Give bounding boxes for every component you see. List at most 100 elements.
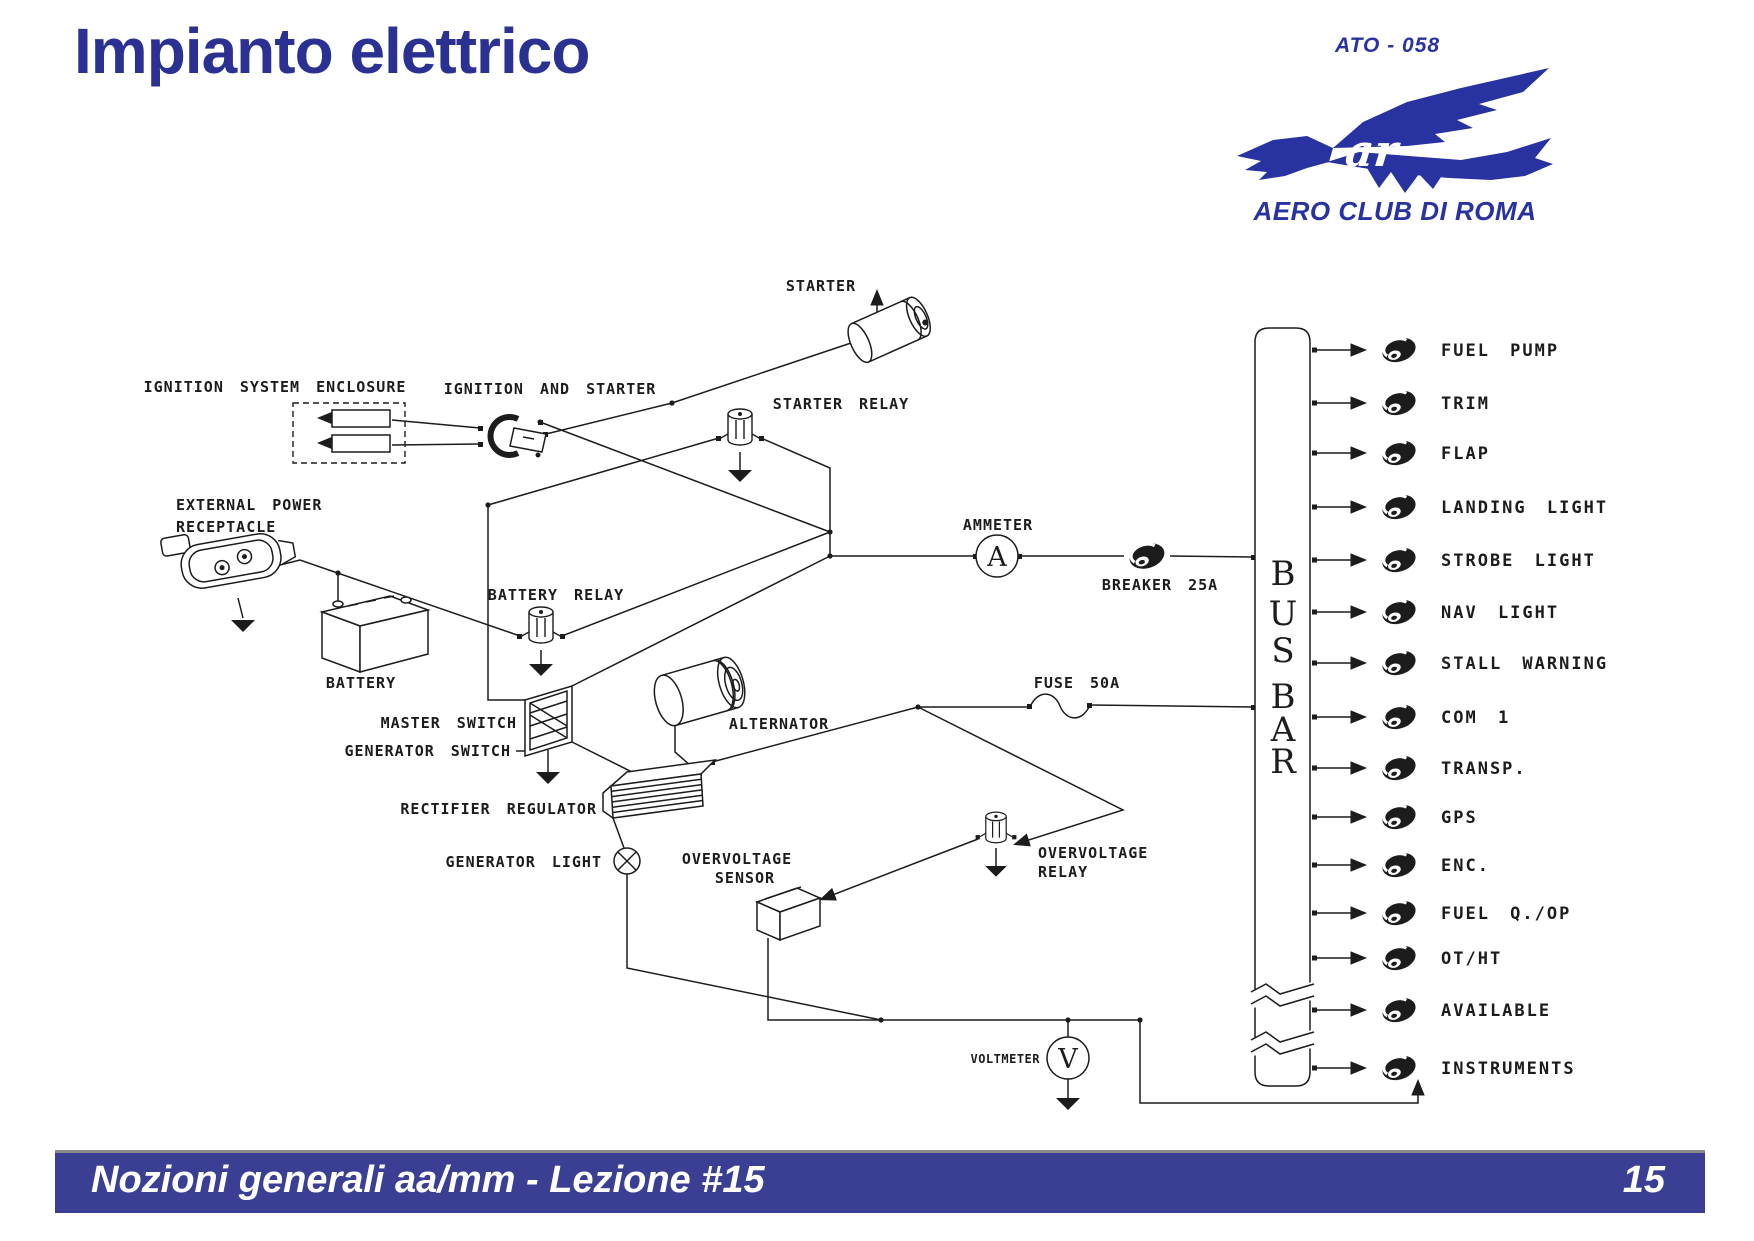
aero-club-name: AERO CLUB DI ROMA: [1253, 196, 1537, 226]
circuit-breaker-icon: [1377, 992, 1421, 1028]
ammeter-icon: A: [975, 534, 1019, 578]
circuit-breaker-icon: [1377, 594, 1421, 630]
label-overvoltage-sensor-2: SENSOR: [715, 869, 775, 887]
label-external-power: EXTERNAL POWER: [176, 496, 322, 514]
label-generator-switch: GENERATOR SWITCH: [345, 742, 512, 760]
bus-circuit-fuel-q-op: FUEL Q./OP: [1312, 895, 1571, 931]
ground-icon: [985, 866, 1007, 877]
circuit-breaker-icon: [1377, 385, 1421, 421]
bus-circuit-fuel-pump: FUEL PUMP: [1312, 332, 1559, 368]
ground-icon: [529, 664, 553, 676]
bus-bar-letter: A: [1270, 710, 1296, 750]
bus-circuit-instruments: INSTRUMENTS: [1312, 1050, 1576, 1086]
label-battery-relay: BATTERY RELAY: [488, 586, 624, 604]
label-battery: BATTERY: [326, 674, 396, 692]
circuit-breaker-icon: [1377, 799, 1421, 835]
ground-icon: [728, 470, 752, 482]
bus-bar-letter: U: [1269, 594, 1298, 634]
voltmeter-icon: V: [1046, 1036, 1090, 1110]
aero-club-logo: ATO - 058 ar AERO CLUB DI ROMA: [1205, 34, 1585, 227]
bus-circuit-label: STROBE LIGHT: [1441, 551, 1596, 571]
bus-circuit-label: LANDING LIGHT: [1441, 498, 1608, 518]
bus-circuit-label: FUEL Q./OP: [1441, 904, 1571, 924]
eagle-logo-icon: ar: [1237, 68, 1553, 193]
rectifier-regulator-icon: [602, 758, 718, 819]
bus-bar-break: [1250, 1030, 1315, 1056]
footer-page-number: 15: [1622, 1159, 1665, 1201]
bus-circuit-stall-warning: STALL WARNING: [1312, 645, 1608, 681]
bus-circuit-com-1: COM 1: [1312, 699, 1510, 735]
ground-icon: [231, 620, 255, 632]
label-master-switch: MASTER SWITCH: [381, 714, 517, 732]
ground-icon: [536, 772, 560, 784]
bus-circuit-label: TRANSP.: [1441, 759, 1527, 779]
bus-circuit-label: ENC.: [1441, 856, 1490, 876]
master-switch-icon: [524, 684, 573, 784]
alternator-icon: [653, 656, 746, 727]
bus-bar-letter: B: [1271, 554, 1296, 594]
circuit-breaker-icon: [1377, 1050, 1421, 1086]
label-voltmeter: VOLTMETER: [970, 1052, 1040, 1066]
bus-bar-letter: S: [1271, 631, 1294, 671]
bus-circuit-available: AVAILABLE: [1312, 992, 1551, 1028]
bus-circuit-label: GPS: [1441, 808, 1478, 828]
circuit-breaker-icon: [1377, 847, 1421, 883]
circuit-breaker-icon: [1377, 489, 1421, 525]
circuit-breaker-icon: [1377, 435, 1421, 471]
circuit-breaker-icon: [1377, 699, 1421, 735]
bus-bar-break: [1250, 982, 1315, 1008]
bus-circuit-label: STALL WARNING: [1441, 654, 1608, 674]
bus-circuit-ot-ht: OT/HT: [1312, 940, 1500, 976]
circuit-breaker-icon: [1377, 332, 1421, 368]
label-starter: STARTER: [786, 277, 856, 295]
starter-motor-icon: [847, 296, 932, 364]
battery-icon: [319, 595, 431, 674]
bus-circuit-nav-light: NAV LIGHT: [1312, 594, 1557, 630]
ground-icon: [1056, 1098, 1080, 1110]
bus-circuit-label: FUEL PUMP: [1441, 341, 1559, 361]
circuit-breaker-icon: [1377, 940, 1421, 976]
generator-light-icon: [613, 847, 641, 875]
label-breaker-25a: BREAKER 25A: [1102, 576, 1218, 594]
footer-bar: Nozioni generali aa/mm - Lezione #15 15: [55, 1150, 1705, 1213]
overvoltage-sensor-icon: [754, 886, 823, 942]
schematic-wires: [237, 289, 1425, 1104]
label-ignition-enclosure: IGNITION SYSTEM ENCLOSURE: [144, 378, 407, 396]
bus-circuit-strobe-light: STROBE LIGHT: [1312, 542, 1596, 578]
ignition-key-switch-icon: [487, 414, 547, 458]
bus-circuit-label: TRIM: [1441, 394, 1490, 414]
label-starter-relay: STARTER RELAY: [773, 395, 909, 413]
label-overvoltage-relay-2: RELAY: [1038, 863, 1088, 881]
bus-circuit-trim: TRIM: [1312, 385, 1490, 421]
bus-circuit-label: INSTRUMENTS: [1441, 1059, 1576, 1079]
footer-lesson-title: Nozioni generali aa/mm - Lezione #15: [91, 1159, 765, 1201]
label-rectifier-regulator: RECTIFIER REGULATOR: [400, 800, 597, 818]
bus-circuit-gps: GPS: [1312, 799, 1478, 835]
bus-circuit-enc: ENC.: [1312, 847, 1490, 883]
ammeter-symbol: A: [986, 542, 1007, 573]
overvoltage-relay-icon: [975, 811, 1017, 877]
bus-circuit-label: COM 1: [1441, 708, 1510, 728]
label-alternator: ALTERNATOR: [729, 715, 829, 733]
label-overvoltage-relay: OVERVOLTAGE: [1038, 844, 1148, 862]
ignition-system-enclosure-icon: [292, 402, 406, 464]
bus-circuit-label: FLAP: [1441, 444, 1490, 464]
page-title: Impianto elettrico: [74, 15, 590, 87]
label-fuse-50a: FUSE 50A: [1034, 674, 1120, 692]
label-ammeter: AMMETER: [963, 516, 1033, 534]
label-receptacle: RECEPTACLE: [176, 518, 276, 536]
circuit-breaker-icon: [1377, 895, 1421, 931]
circuit-breaker-icon: [1377, 542, 1421, 578]
voltmeter-symbol: V: [1057, 1044, 1078, 1075]
bus-circuit-landing-light: LANDING LIGHT: [1312, 489, 1608, 525]
circuit-breaker-icon: [1377, 645, 1421, 681]
external-power-receptacle-icon: [160, 533, 297, 632]
breaker-25a-icon: [1124, 537, 1170, 575]
bus-circuit-label: AVAILABLE: [1441, 1001, 1551, 1021]
circuit-breaker-icon: [1377, 750, 1421, 786]
label-ignition-and-starter: IGNITION AND STARTER: [444, 380, 657, 398]
bus-bar-letter: R: [1270, 742, 1297, 782]
